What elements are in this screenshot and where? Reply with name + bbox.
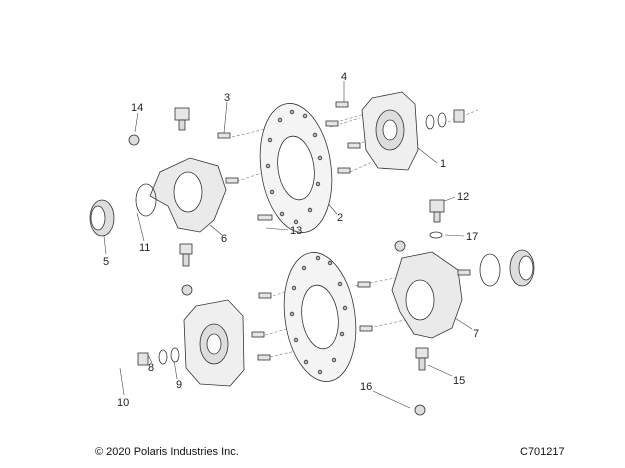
ball-joint-12 [429, 199, 445, 223]
wheel-hub-upper [361, 91, 419, 171]
washer-upper-9 [425, 112, 447, 130]
wheel-bearing-left [89, 199, 115, 237]
callout-labels: 1 2 3 4 5 6 7 8 9 10 11 12 13 14 15 16 1… [103, 71, 479, 409]
nut-16 [414, 404, 426, 416]
nut-14 [128, 134, 140, 146]
cotter-pin-lower-10 [116, 360, 126, 366]
callout-13: 13 [290, 225, 302, 237]
callout-5: 5 [103, 256, 109, 268]
callout-17: 17 [466, 231, 478, 243]
retaining-ring-right [479, 253, 501, 287]
callout-14: 14 [131, 102, 143, 114]
wheel-bearing-right [509, 249, 535, 287]
callout-1: 1 [440, 158, 446, 170]
callout-6: 6 [221, 233, 227, 245]
callout-11: 11 [139, 242, 150, 254]
retaining-ring-left [135, 183, 157, 217]
steering-knuckle-lower [391, 251, 463, 339]
washer-lower-9 [158, 347, 180, 365]
spindle-nut-upper-8 [453, 109, 465, 123]
callout-7: 7 [473, 328, 479, 340]
copyright-text: © 2020 Polaris Industries Inc. [95, 446, 239, 458]
callout-4: 4 [341, 71, 347, 83]
callout-16: 16 [360, 381, 372, 393]
brake-rotor-lower [283, 252, 357, 382]
ball-joint-15 [415, 347, 429, 371]
callout-15: 15 [453, 375, 465, 387]
callout-3: 3 [224, 92, 230, 104]
brake-rotor-upper [259, 103, 333, 233]
cotter-pin-upper-10 [480, 104, 494, 110]
ball-joint-upper-top [174, 107, 190, 131]
callout-2: 2 [337, 212, 343, 224]
diagram-id: C701217 [520, 446, 565, 458]
spindle-nut-lower-8 [137, 352, 149, 366]
brake-bolts [217, 101, 471, 361]
callout-8: 8 [148, 362, 154, 374]
wheel-hub-lower [183, 299, 245, 387]
nut-17 [429, 231, 443, 239]
steering-knuckle-upper [149, 157, 227, 233]
callout-9: 9 [176, 379, 182, 391]
nut-lower-knuckle-top [394, 240, 406, 252]
callout-10: 10 [117, 397, 129, 409]
callout-12: 12 [457, 191, 469, 203]
nut-upper-knuckle-bottom [181, 284, 193, 296]
ball-joint-upper-bottom [179, 243, 193, 267]
